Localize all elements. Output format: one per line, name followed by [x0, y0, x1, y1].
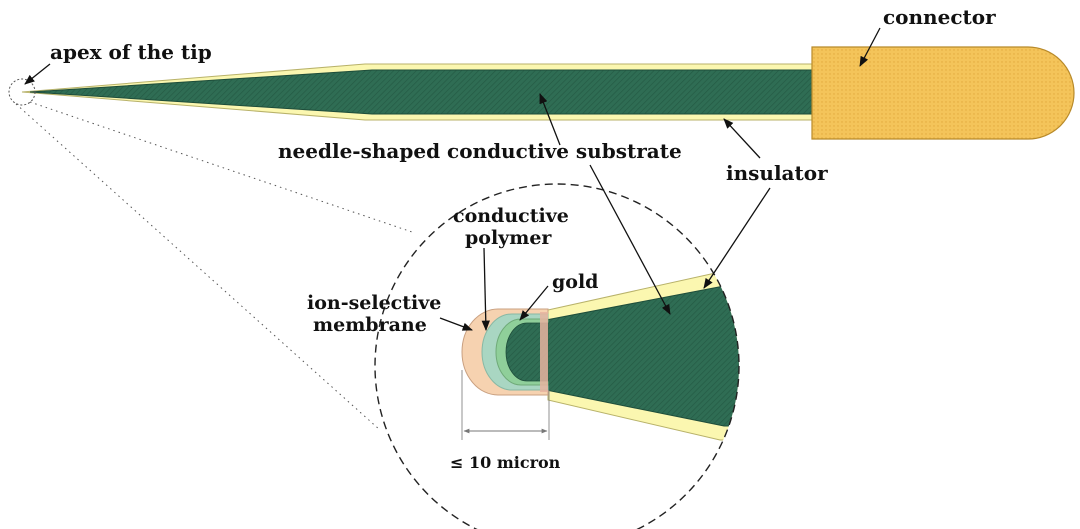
membrane-label-line1: ion-selective	[307, 292, 441, 314]
apex-circle	[8, 78, 36, 106]
insulator-label: insulator	[726, 161, 828, 185]
dimension-label: ≤ 10 micron	[450, 453, 561, 472]
zoom-line-top	[29, 101, 413, 233]
membrane-label-line2: membrane	[313, 314, 427, 336]
substrate-label: needle-shaped conductive substrate	[278, 139, 682, 163]
connector-body	[811, 46, 1075, 140]
conductive-polymer-label-line2: polymer	[465, 227, 552, 249]
zoom-line-bottom	[15, 103, 381, 431]
zoom-circle	[374, 183, 740, 529]
connector-label: connector	[883, 5, 996, 29]
gold-label: gold	[552, 271, 598, 293]
zoom-view	[374, 183, 740, 529]
annotation-arrows	[24, 27, 881, 332]
apex-label: apex of the tip	[50, 40, 212, 64]
conductive-polymer-label-line1: conductive	[453, 205, 569, 227]
needle	[21, 46, 1075, 140]
dimension-indicator	[461, 370, 550, 440]
gold-band	[540, 312, 548, 392]
substrate-core	[29, 69, 813, 115]
tip-substrate	[505, 322, 549, 382]
